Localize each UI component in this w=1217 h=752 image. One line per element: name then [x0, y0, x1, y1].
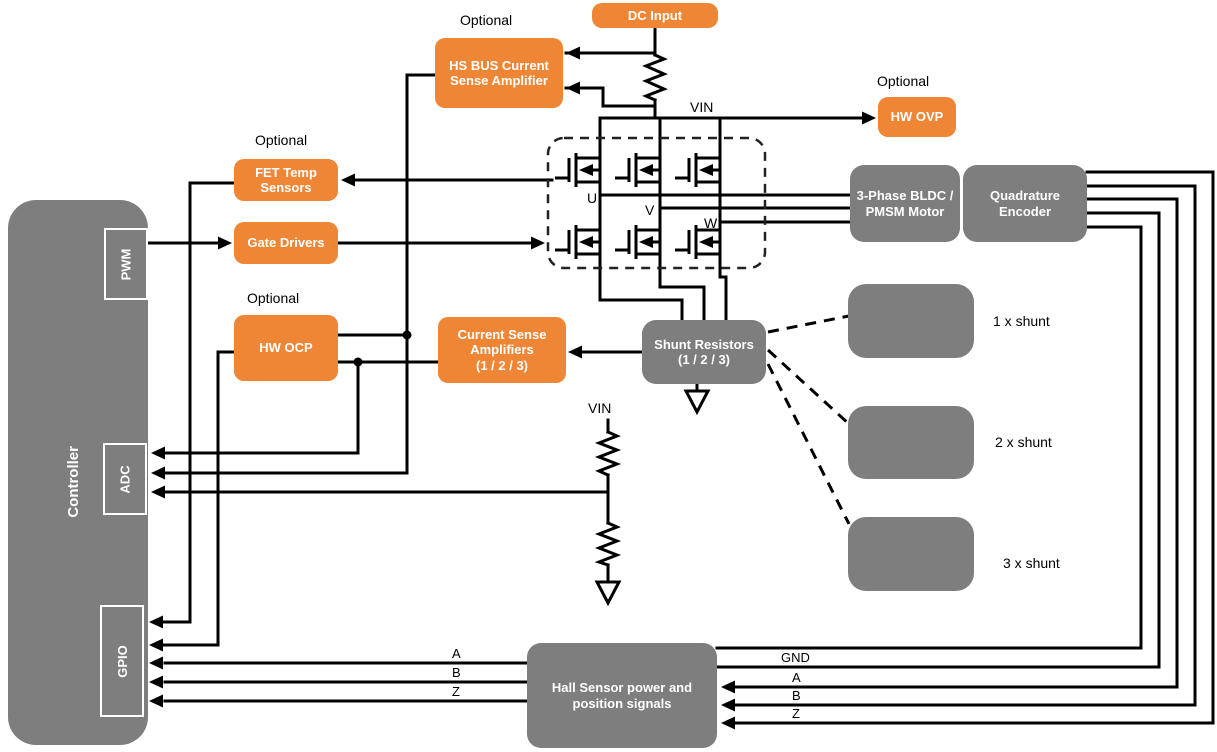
- pwm-label: PWM: [118, 248, 134, 280]
- hw-ovp-block: HW OVP: [878, 97, 956, 137]
- shunt-option-2-box: [848, 406, 974, 479]
- hw-ocp-block: HW OCP: [234, 315, 338, 381]
- csa-label: Current Sense Amplifiers: [457, 327, 547, 358]
- encoder-z-label: Z: [792, 706, 800, 721]
- hw-ovp-label: HW OVP: [890, 109, 944, 125]
- mosfet-low-v: [613, 223, 662, 261]
- csa-block: Current Sense Amplifiers (1 / 2 / 3): [438, 317, 566, 383]
- shunt-option-1-label: 1 x shunt: [993, 313, 1050, 329]
- hs-bus-amp-block: HS BUS Current Sense Amplifier: [435, 38, 563, 108]
- vin-rail-label: VIN: [690, 99, 714, 115]
- shunt-option-2-label: 2 x shunt: [995, 434, 1052, 450]
- adc-port: ADC: [103, 443, 147, 515]
- vin-divider-label: VIN: [588, 400, 612, 416]
- phase-w-label: W: [704, 215, 718, 231]
- vin-divider-resistor-bottom: [594, 521, 622, 567]
- arrowheads: [149, 46, 876, 730]
- mosfet-high-u: [553, 151, 602, 189]
- ground-symbol-divider: [595, 580, 621, 605]
- hall-sensor-label: Hall Sensor power and position signals: [551, 680, 693, 711]
- mosfet-low-u: [553, 223, 602, 261]
- fet-temp-label: FET Temp Sensors: [255, 164, 317, 195]
- dc-bus-shunt-resistor: [642, 53, 668, 102]
- dc-input-label: DC Input: [627, 7, 683, 23]
- junction-dots: [353, 330, 412, 367]
- gpio-port: GPIO: [100, 605, 144, 717]
- encoder-label: Quadrature Encoder: [989, 188, 1061, 219]
- optional-label-hw-ovp: Optional: [877, 73, 930, 89]
- motor-label: 3-Phase BLDC / PMSM Motor: [856, 188, 954, 219]
- hall-b-label: B: [452, 665, 461, 680]
- phase-u-label: U: [587, 190, 598, 206]
- shunt-resistors-count-label: (1 / 2 / 3): [677, 352, 731, 367]
- dc-input-block: DC Input: [592, 3, 718, 28]
- gate-drivers-block: Gate Drivers: [234, 222, 338, 264]
- shunt-option-links: [766, 314, 851, 525]
- fet-temp-block: FET Temp Sensors: [234, 159, 338, 201]
- shunt-option-3-label: 3 x shunt: [1003, 555, 1060, 571]
- pwm-port: PWM: [104, 228, 148, 300]
- vin-divider-resistor-top: [594, 430, 622, 477]
- power-and-signal-wires: [145, 25, 1215, 725]
- encoder-gnd-label: GND: [781, 650, 810, 665]
- hall-sensor-block: Hall Sensor power and position signals: [527, 643, 717, 748]
- hs-bus-amp-label: HS BUS Current Sense Amplifier: [449, 57, 549, 88]
- optional-label-hs-bus: Optional: [460, 12, 513, 28]
- encoder-block: Quadrature Encoder: [963, 165, 1087, 242]
- mosfet-high-w: [673, 151, 722, 189]
- encoder-a-label: A: [792, 670, 801, 685]
- adc-label: ADC: [117, 464, 133, 494]
- gate-drivers-label: Gate Drivers: [247, 235, 325, 251]
- csa-count-label: (1 / 2 / 3): [475, 357, 529, 373]
- hall-a-label: A: [452, 646, 461, 661]
- mosfet-high-v: [613, 151, 662, 189]
- ground-symbol-shunt: [684, 389, 710, 414]
- controller-block: Controller: [8, 200, 148, 745]
- shunt-option-3-box: [848, 517, 974, 591]
- controller-label: Controller: [64, 445, 82, 518]
- phase-v-label: V: [645, 202, 655, 218]
- hall-z-label: Z: [452, 684, 460, 699]
- gpio-label: GPIO: [114, 644, 130, 678]
- optional-label-hw-ocp: Optional: [247, 290, 300, 306]
- mosfet-bridge: [553, 151, 722, 261]
- optional-label-fet-temp: Optional: [255, 132, 308, 148]
- motor-block: 3-Phase BLDC / PMSM Motor: [850, 165, 960, 242]
- shunt-resistors-label: Shunt Resistors: [654, 336, 754, 352]
- shunt-option-1-box: [848, 284, 974, 358]
- shunt-resistors-block: Shunt Resistors (1 / 2 / 3): [642, 320, 766, 384]
- encoder-b-label: B: [792, 688, 801, 703]
- inverter-bridge-outline: [546, 136, 767, 270]
- hw-ocp-label: HW OCP: [259, 340, 313, 356]
